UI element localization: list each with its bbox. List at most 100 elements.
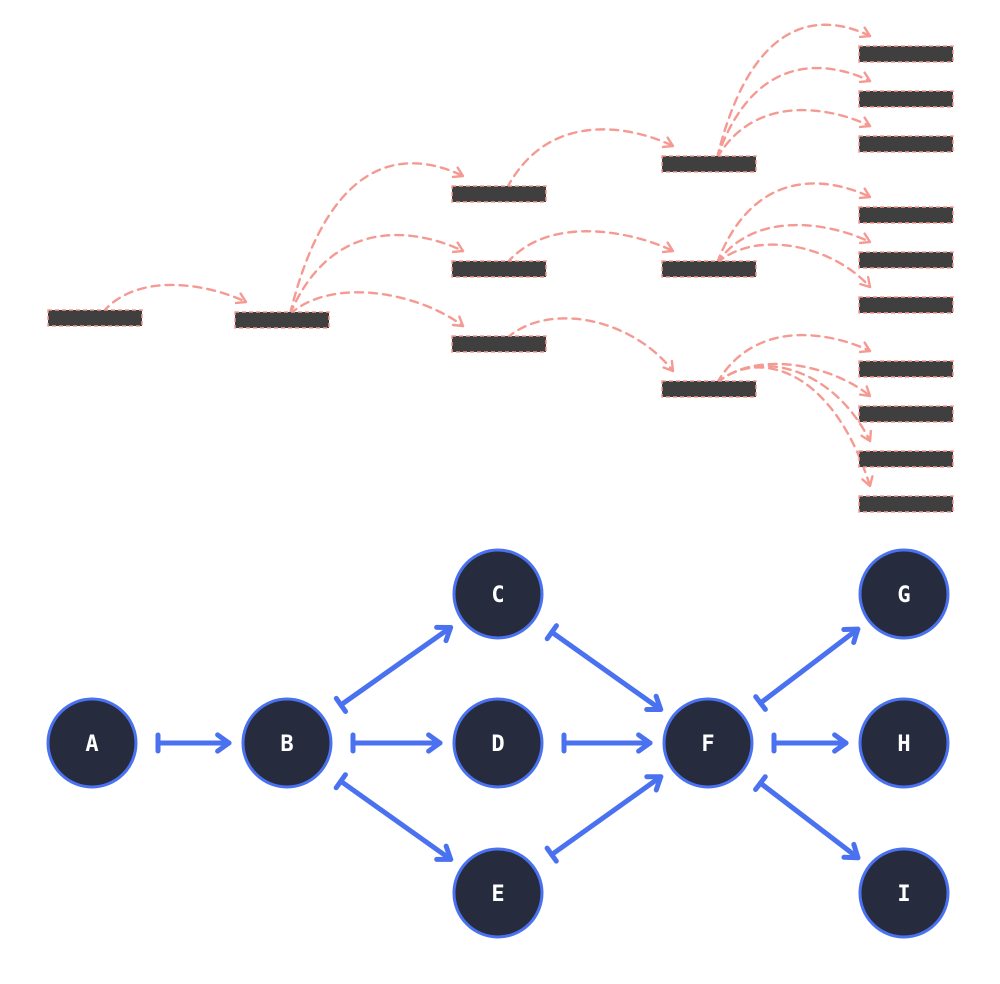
edge-tbar-E-F [544, 845, 559, 864]
tree-bar-l4 [858, 206, 954, 224]
graph-node-E[interactable]: E [452, 847, 544, 939]
edge-E-F [544, 774, 664, 864]
graph-edges [155, 623, 861, 864]
tree-arrowhead-n3a-l3 [858, 116, 872, 129]
graph-node-A[interactable]: A [46, 697, 138, 789]
tree-link-n1-n2b [288, 233, 465, 316]
tree-link-n3a-l2 [715, 66, 872, 160]
graph-node-label-E: E [491, 882, 504, 907]
edge-arrowhead-B-E [434, 843, 454, 862]
tree-arrowhead-n0-n1 [234, 292, 248, 305]
graph-node-H[interactable]: H [858, 697, 950, 789]
tree-bar-n2b [451, 260, 547, 278]
edge-tbar-C-F [544, 623, 559, 642]
edge-tbar-B-E [333, 772, 348, 791]
tree-links [101, 23, 874, 488]
graph-node-label-F: F [701, 732, 714, 757]
graph-node-I[interactable]: I [858, 847, 950, 939]
tree-bar-body-l4 [863, 210, 949, 220]
tree-bar-body-l10 [863, 499, 949, 509]
tree-arrowhead-n1-n2b [451, 241, 465, 254]
top-tree [47, 23, 954, 513]
graph-node-circle-G[interactable] [858, 548, 950, 640]
graph-node-label-C: C [491, 583, 504, 608]
tree-bar-body-l8 [863, 409, 949, 419]
tree-bar-n3c [661, 380, 757, 398]
graph-node-C[interactable]: C [452, 548, 544, 640]
graph-node-circle-H[interactable] [858, 697, 950, 789]
edge-F-H [771, 732, 849, 754]
tree-bar-n1 [234, 311, 330, 329]
graph-node-label-A: A [85, 732, 98, 757]
tree-bars [47, 45, 954, 513]
tree-link-n1-n2a [288, 162, 465, 316]
tree-bar-n3a [661, 155, 757, 173]
tree-bar-body-l7 [863, 364, 949, 374]
graph-node-circle-C[interactable] [452, 548, 544, 640]
tree-arrowhead-n3b-l6 [859, 275, 872, 289]
tree-bar-l2 [858, 90, 954, 108]
edge-line-E-F [549, 774, 664, 858]
graph-node-circle-A[interactable] [46, 697, 138, 789]
tree-arrowhead-n3a-l1 [858, 26, 872, 39]
graph-node-label-I: I [897, 882, 910, 907]
edge-arrowhead-B-D [426, 732, 443, 754]
edge-F-G [753, 626, 861, 712]
graph-node-label-B: B [280, 732, 293, 757]
tree-bar-body-n0 [52, 313, 138, 323]
graph-node-circle-E[interactable] [452, 847, 544, 939]
graph-node-B[interactable]: B [241, 697, 333, 789]
tree-bar-n2c [451, 335, 547, 353]
tree-arrowhead-n3c-l8 [858, 385, 872, 398]
graph-node-D[interactable]: D [452, 697, 544, 789]
edge-C-F [544, 623, 664, 712]
edge-B-C [333, 624, 454, 714]
tree-arrowhead-n3c-l10 [861, 475, 874, 488]
tree-link-n3a-l3 [715, 108, 872, 160]
tree-link-n3c-l7 [715, 333, 872, 385]
tree-bar-n2a [451, 185, 547, 203]
tree-bar-body-l2 [863, 94, 949, 104]
graph-node-G[interactable]: G [858, 548, 950, 640]
edge-arrowhead-F-I [841, 841, 861, 861]
tree-link-n3b-l5 [715, 223, 872, 265]
edge-A-B [155, 732, 232, 754]
tree-bar-l5 [858, 251, 954, 269]
edge-line-C-F [549, 629, 664, 712]
edge-tbar-F-I [753, 774, 768, 792]
tree-arrowhead-n2a-n3a [661, 136, 675, 149]
edge-arrowhead-A-B [215, 732, 232, 754]
edge-arrowhead-F-H [832, 732, 849, 754]
edge-arrowhead-B-C [434, 624, 454, 644]
tree-arrowhead-n2b-n3b [661, 241, 675, 254]
edge-tbar-B-C [333, 695, 349, 714]
tree-link-n3a-l1 [715, 23, 872, 160]
graph-node-circle-B[interactable] [241, 697, 333, 789]
tree-link-n0-n1 [101, 283, 248, 314]
tree-bar-body-n3b [666, 264, 752, 274]
tree-bar-l10 [858, 495, 954, 513]
graph-node-circle-D[interactable] [452, 697, 544, 789]
tree-bar-l7 [858, 360, 954, 378]
tree-arrowhead-n3c-l7 [858, 341, 872, 354]
graph-node-circle-F[interactable] [662, 697, 754, 789]
tree-link-n2a-n3a [505, 128, 675, 190]
graph-node-label-D: D [491, 732, 504, 757]
tree-bar-body-l1 [863, 49, 949, 59]
tree-arrowhead-n1-n2a [451, 166, 465, 179]
edge-B-D [350, 732, 443, 754]
edge-arrowhead-C-F [644, 693, 664, 712]
tree-arrowhead-n1-n2c [451, 315, 465, 328]
tree-bar-body-n3c [666, 384, 752, 394]
tree-bar-l6 [858, 296, 954, 314]
tree-bar-n3b [661, 260, 757, 278]
node-graph: A B C D E F G H I [46, 548, 950, 939]
edge-B-E [333, 772, 454, 862]
graph-node-label-H: H [897, 732, 910, 757]
tree-bar-body-l9 [863, 454, 949, 464]
edge-F-I [753, 774, 861, 861]
graph-node-circle-I[interactable] [858, 847, 950, 939]
graph-node-F[interactable]: F [662, 697, 754, 789]
edge-line-B-C [338, 624, 454, 708]
